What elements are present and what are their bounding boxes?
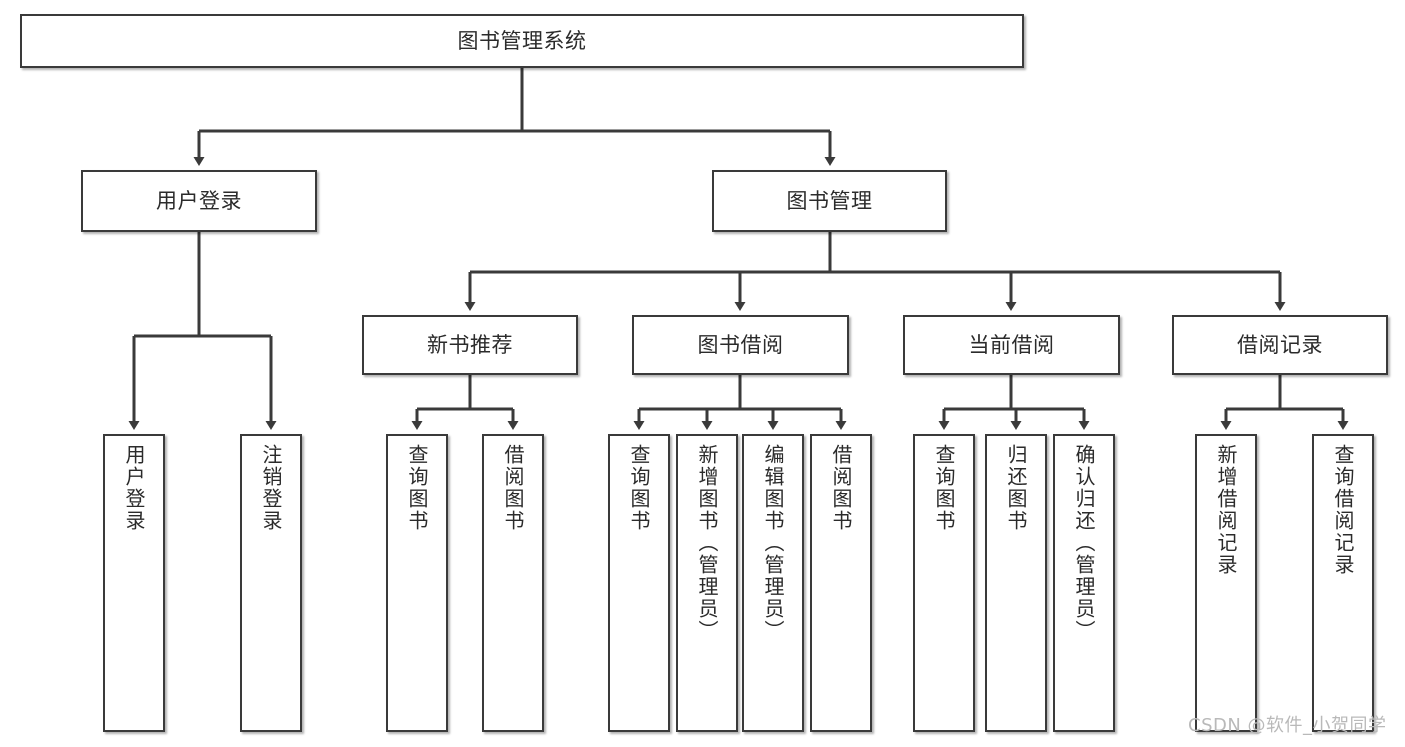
node-book-manage[interactable]: 图书管理	[712, 170, 947, 232]
node-label: 查询图书	[405, 444, 429, 532]
node-leaf-confirm-return[interactable]: 确认归还（管理员）	[1053, 434, 1115, 732]
node-label: 图书管理	[786, 188, 873, 213]
node-leaf-edit-book[interactable]: 编辑图书（管理员）	[742, 434, 804, 732]
node-label: 当前借阅	[968, 332, 1055, 357]
node-label: 借阅图书	[501, 444, 525, 532]
node-new-book-rec[interactable]: 新书推荐	[362, 315, 578, 375]
node-label: 归还图书	[1004, 444, 1028, 532]
node-current-borrow[interactable]: 当前借阅	[903, 315, 1120, 375]
node-user-login[interactable]: 用户登录	[81, 170, 317, 232]
csdn-watermark: CSDN @软件_小贺同学	[1188, 715, 1387, 736]
node-label: 图书借阅	[697, 332, 784, 357]
node-label: 确认归还（管理员）	[1072, 444, 1096, 642]
node-label: 编辑图书（管理员）	[761, 444, 785, 642]
node-label: 查询图书	[627, 444, 651, 532]
node-label: 借阅图书	[829, 444, 853, 532]
node-book-borrow[interactable]: 图书借阅	[632, 315, 849, 375]
node-label: 查询借阅记录	[1331, 444, 1355, 576]
node-leaf-query-book-current[interactable]: 查询图书	[913, 434, 975, 732]
node-label: 用户登录	[156, 188, 242, 213]
node-leaf-borrow-book-rec[interactable]: 借阅图书	[482, 434, 544, 732]
node-leaf-query-book-borrow[interactable]: 查询图书	[608, 434, 670, 732]
node-label: 注销登录	[259, 444, 283, 532]
node-leaf-return-book[interactable]: 归还图书	[985, 434, 1047, 732]
node-leaf-add-record[interactable]: 新增借阅记录	[1195, 434, 1257, 732]
node-label: 新书推荐	[427, 332, 513, 357]
node-label: 图书管理系统	[457, 28, 587, 53]
node-root[interactable]: 图书管理系统	[20, 14, 1024, 68]
node-label: 查询图书	[932, 444, 956, 532]
node-leaf-query-book-rec[interactable]: 查询图书	[386, 434, 448, 732]
node-leaf-logout[interactable]: 注销登录	[240, 434, 302, 732]
node-borrow-record[interactable]: 借阅记录	[1172, 315, 1388, 375]
node-label: 新增借阅记录	[1214, 444, 1238, 576]
node-label: 新增图书（管理员）	[695, 444, 719, 642]
node-leaf-add-book[interactable]: 新增图书（管理员）	[676, 434, 738, 732]
node-leaf-borrow-book[interactable]: 借阅图书	[810, 434, 872, 732]
node-leaf-query-record[interactable]: 查询借阅记录	[1312, 434, 1374, 732]
node-leaf-user-login[interactable]: 用户登录	[103, 434, 165, 732]
node-label: 借阅记录	[1237, 332, 1323, 357]
node-label: 用户登录	[122, 444, 146, 532]
